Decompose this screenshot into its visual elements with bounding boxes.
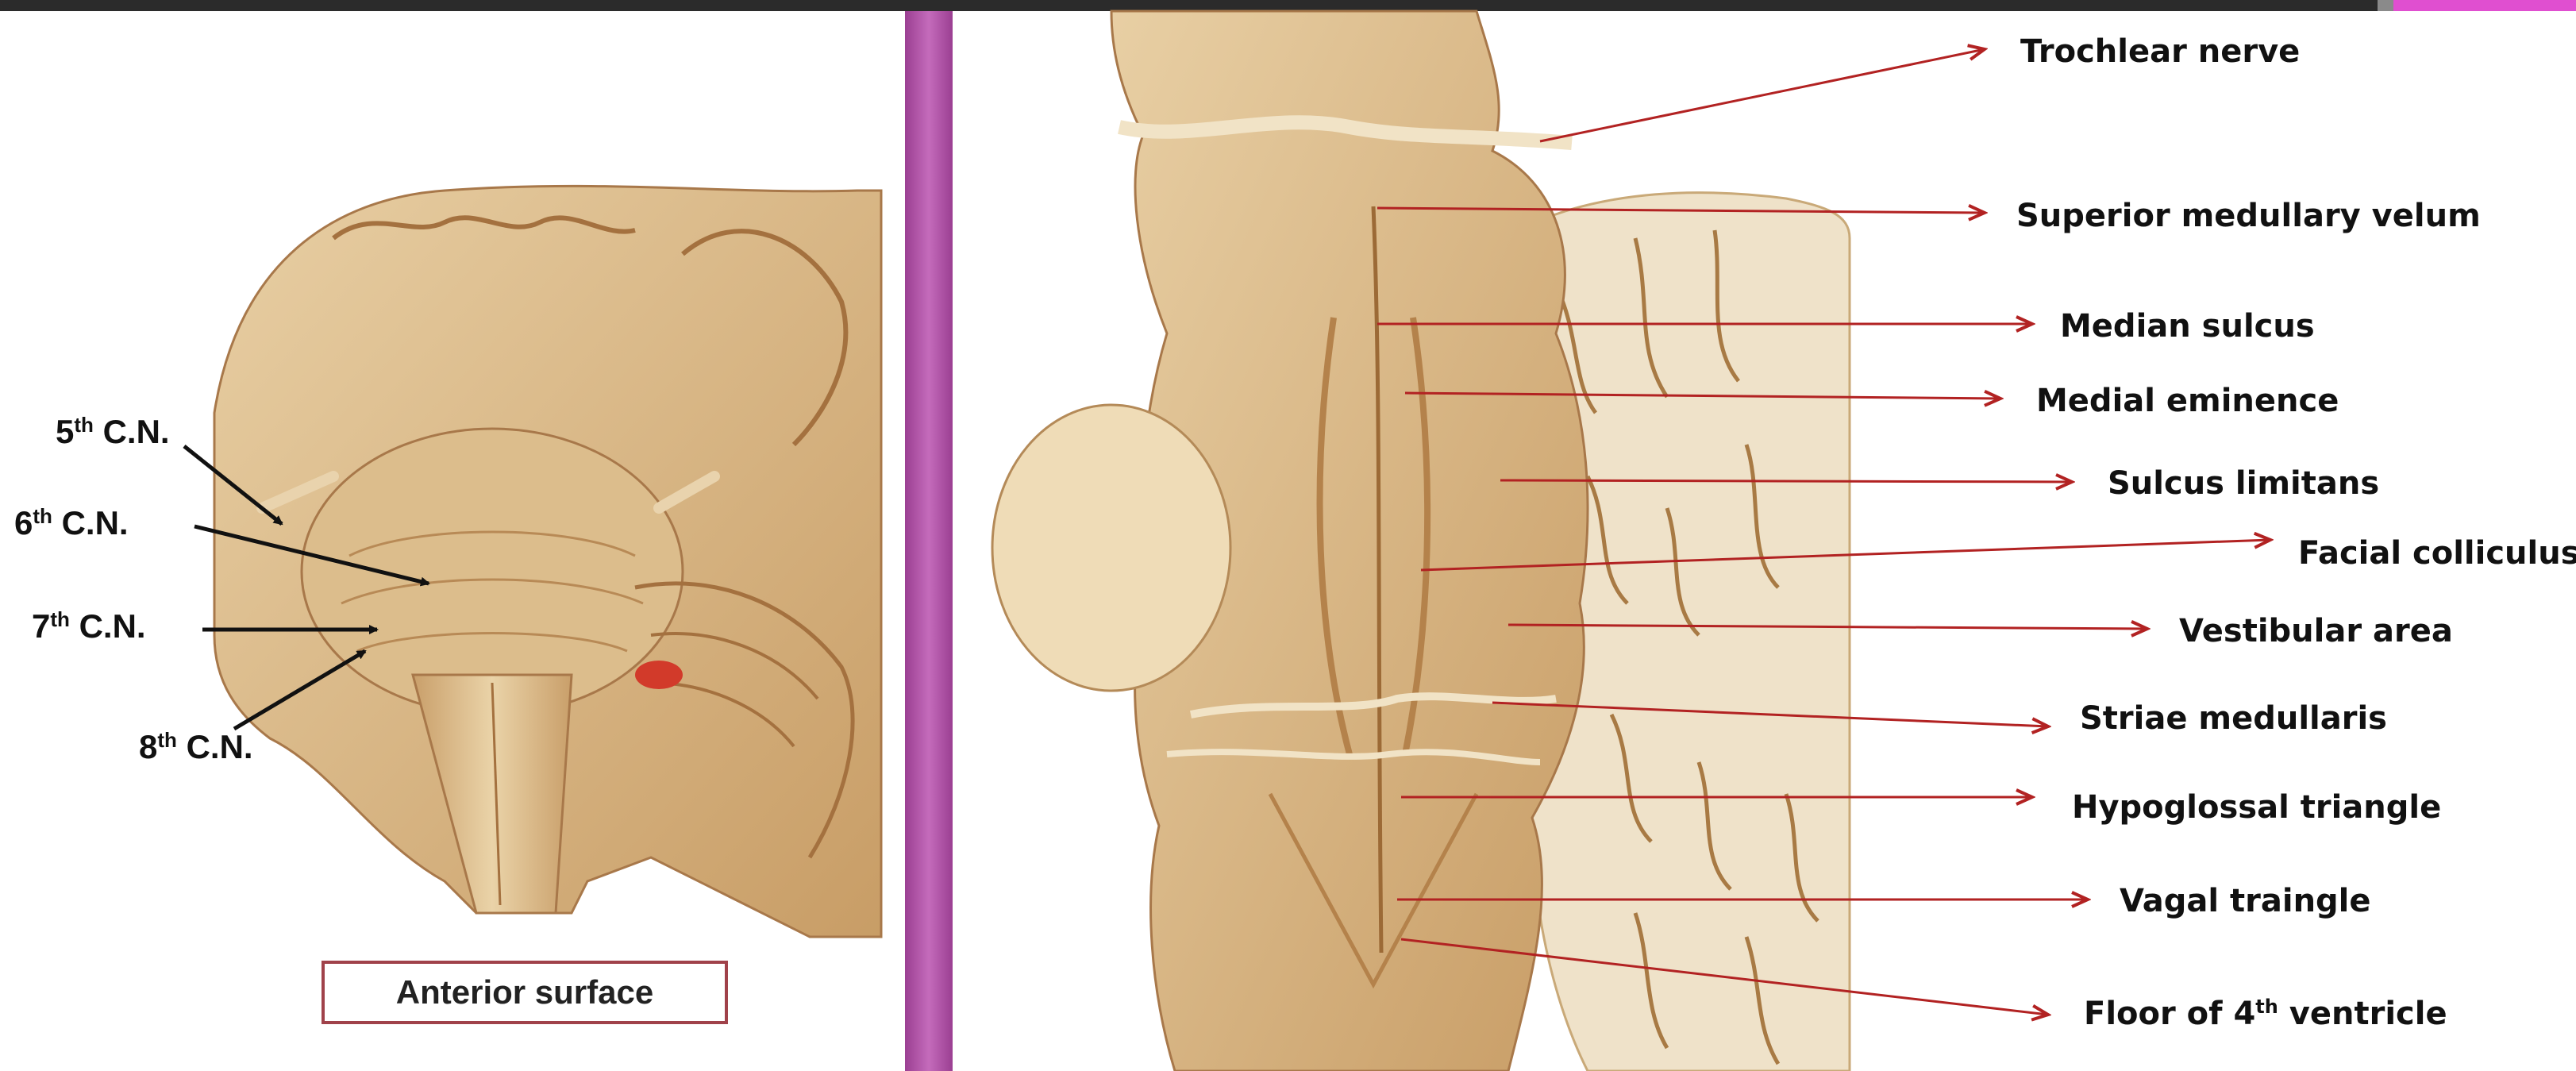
label-striae-medullaris: Striae medullaris: [2080, 700, 2387, 737]
label-median-sulcus: Median sulcus: [2060, 308, 2315, 345]
cn6-label: 6th C.N.: [14, 504, 129, 541]
leader-superior-medullary-velum: [1377, 208, 1985, 213]
leader-facial-colliculus: [1420, 540, 2270, 572]
cn8-label: 8th C.N.: [139, 728, 253, 765]
leader-striae-medullaris: [1492, 701, 2048, 726]
fourth-ventricle-illustration: [991, 10, 1851, 1071]
leader-trochlear-nerve: [1539, 49, 1985, 143]
anterior-surface-caption: Anterior surface: [322, 961, 728, 1024]
leader-medial-eminence: [1404, 393, 2000, 399]
label-vagal-triangle: Vagal traingle: [2120, 883, 2371, 919]
top-bar-accent: [2393, 0, 2576, 11]
leader-lines: [1377, 49, 2270, 1015]
cn6-arrow: [194, 524, 430, 587]
top-bar: [0, 0, 2576, 11]
label-vestibular-area: Vestibular area: [2179, 613, 2453, 649]
label-sulcus-limitans: Sulcus limitans: [2108, 465, 2379, 502]
label-trochlear-nerve: Trochlear nerve: [2020, 33, 2300, 70]
cn8-arrow: [233, 649, 367, 731]
cn5-label: 5th C.N.: [56, 413, 170, 450]
leader-sulcus-limitans: [1500, 480, 2072, 482]
label-medial-eminence: Medial eminence: [2036, 383, 2339, 419]
label-floor-of-4th-ventricle: Floor of 4th ventricle: [2084, 996, 2447, 1032]
label-superior-medullary-velum: Superior medullary velum: [2016, 198, 2481, 234]
cn5-arrow: [183, 445, 283, 526]
caption-text: Anterior surface: [395, 973, 654, 1011]
brainstem-anterior-illustration: [213, 184, 883, 938]
cn7-label: 7th C.N.: [32, 607, 146, 645]
label-facial-colliculus: Facial colliculus: [2298, 535, 2576, 572]
label-hypoglossal-triangle: Hypoglossal triangle: [2072, 789, 2441, 826]
panel-divider: [905, 11, 953, 1071]
top-bar-grey-block: [2378, 0, 2393, 11]
leader-vestibular-area: [1507, 625, 2147, 629]
leader-floor-of-4th-ventricle: [1400, 938, 2048, 1015]
